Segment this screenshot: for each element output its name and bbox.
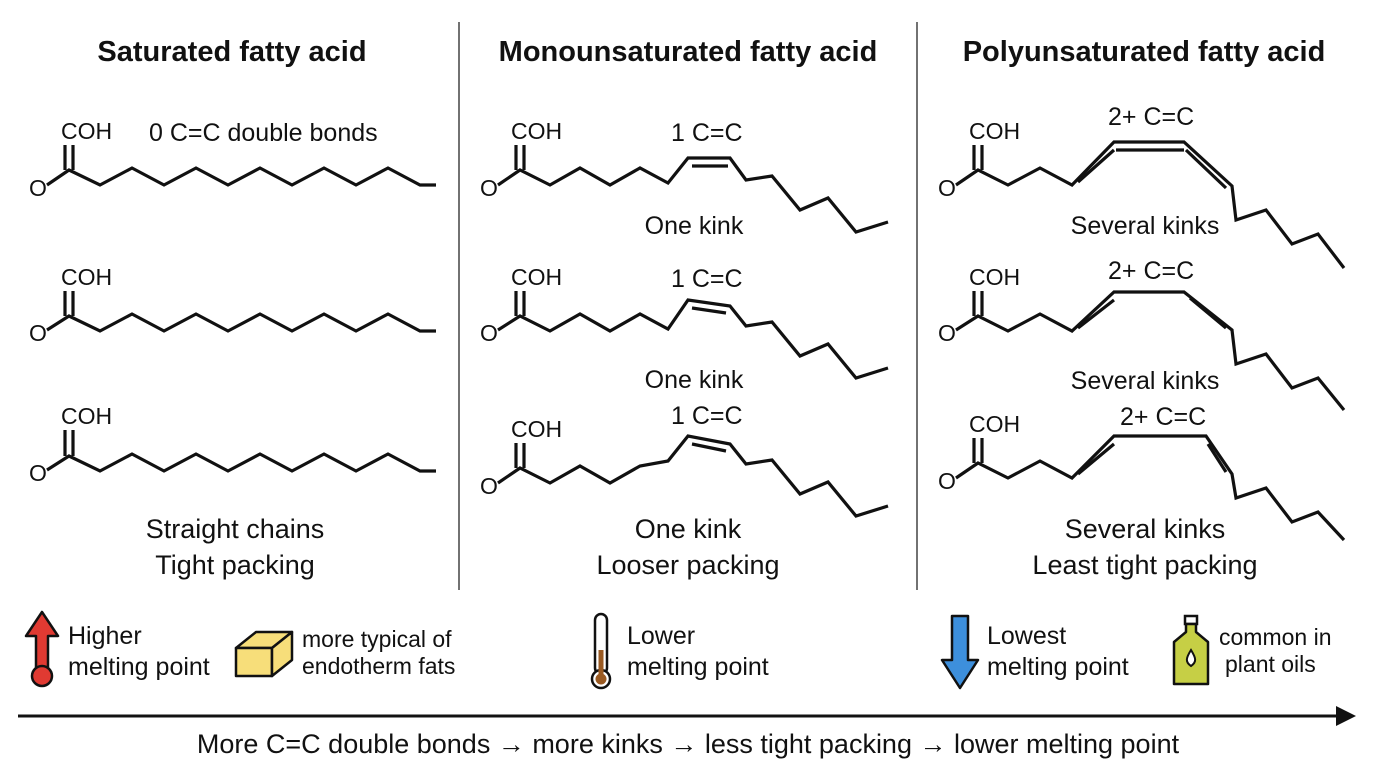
lowest-line1: Lowest	[987, 622, 1066, 650]
kink-note: One kink	[645, 366, 744, 394]
oxygen-label: O	[938, 320, 956, 346]
acid-group-label: COH	[511, 264, 562, 290]
saturated-caption-line2: Tight packing	[155, 550, 315, 580]
oil-bottle-icon	[1172, 614, 1210, 686]
saturated-molecule-3: COH O	[29, 403, 436, 486]
monounsaturated-caption-line1: One kink	[635, 514, 742, 544]
lower-line2: melting point	[627, 653, 769, 681]
higher-line2: melting point	[68, 653, 210, 681]
bond-note: 2+ C=C	[1108, 257, 1194, 285]
saturated-molecule-1: COH O 0 C=C double bonds	[29, 118, 436, 201]
polyunsaturated-caption-line2: Least tight packing	[1032, 550, 1257, 580]
oxygen-label: O	[480, 320, 498, 346]
polyunsaturated-molecule-1: COH O 2+ C=C Several kinks	[938, 103, 1346, 269]
bond-note: 1 C=C	[671, 265, 743, 293]
acid-group-label: COH	[969, 264, 1020, 290]
oxygen-label: O	[938, 175, 956, 201]
butter-line2: endotherm fats	[302, 653, 455, 679]
saturated-caption-line1: Straight chains	[146, 514, 325, 544]
monounsaturated-title: Monounsaturated fatty acid	[499, 36, 878, 68]
oxygen-label: O	[480, 175, 498, 201]
bond-note: 1 C=C	[671, 402, 743, 430]
acid-group-label: COH	[511, 416, 562, 442]
kink-note: Several kinks	[1071, 212, 1220, 240]
butter-line1: more typical of	[302, 626, 452, 652]
oxygen-label: O	[29, 460, 47, 486]
kink-note: One kink	[645, 212, 744, 240]
kink-note: Several kinks	[1071, 367, 1220, 395]
bond-note: 2+ C=C	[1120, 403, 1206, 431]
monounsaturated-molecule-3: COH O 1 C=C	[480, 402, 889, 518]
polyunsaturated-title: Polyunsaturated fatty acid	[963, 36, 1326, 68]
oxygen-label: O	[480, 473, 498, 499]
trend-arrow	[18, 706, 1356, 726]
acid-group-label: COH	[61, 118, 112, 144]
higher-line1: Higher	[68, 622, 142, 650]
oil-line1: common in	[1219, 624, 1331, 650]
acid-group-label: COH	[969, 411, 1020, 437]
red-up-arrow-icon	[24, 610, 60, 688]
polyunsaturated-caption-line1: Several kinks	[1065, 514, 1226, 544]
thermometer-icon	[590, 612, 612, 690]
oil-line2: plant oils	[1225, 651, 1316, 677]
bond-note: 0 C=C double bonds	[149, 119, 378, 147]
lower-line1: Lower	[627, 622, 695, 650]
monounsaturated-molecule-2: COH O 1 C=C One kink	[480, 264, 889, 394]
bond-note: 2+ C=C	[1108, 103, 1194, 131]
acid-group-label: COH	[61, 403, 112, 429]
saturated-molecule-2: COH O	[29, 264, 436, 346]
butter-icon	[234, 630, 294, 678]
monounsaturated-molecule-1: COH O 1 C=C One kink	[480, 118, 889, 240]
saturated-title: Saturated fatty acid	[97, 36, 366, 68]
polyunsaturated-molecule-2: COH O 2+ C=C Several kinks	[938, 257, 1346, 412]
blue-down-arrow-icon	[940, 614, 980, 690]
polyunsaturated-molecule-3: COH O 2+ C=C	[938, 403, 1346, 542]
acid-group-label: COH	[511, 118, 562, 144]
acid-group-label: COH	[61, 264, 112, 290]
monounsaturated-caption-line2: Looser packing	[596, 550, 779, 580]
acid-group-label: COH	[969, 118, 1020, 144]
trend-text: More C=C double bonds → more kinks → les…	[197, 729, 1180, 759]
oxygen-label: O	[29, 175, 47, 201]
lowest-line2: melting point	[987, 653, 1129, 681]
bond-note: 1 C=C	[671, 119, 743, 147]
oxygen-label: O	[29, 320, 47, 346]
oxygen-label: O	[938, 468, 956, 494]
